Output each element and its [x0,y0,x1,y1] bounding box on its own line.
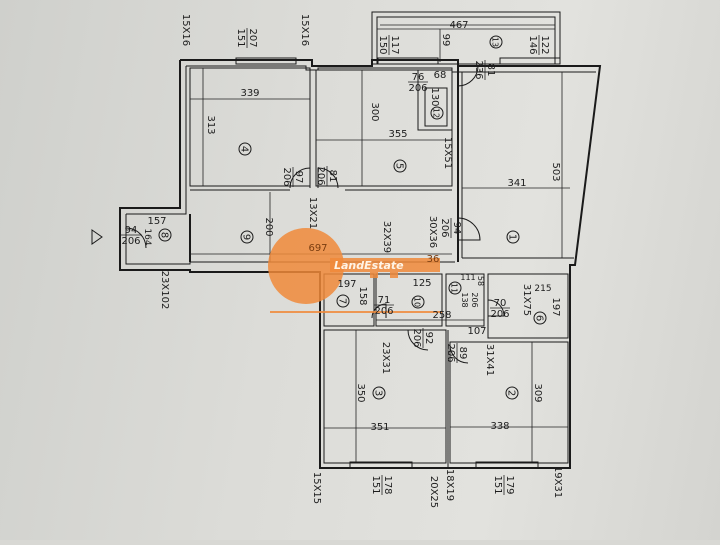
dim-label: 503 [550,162,561,181]
dim-label: 71 [378,295,391,306]
dim-label: 13X21 [307,197,318,229]
entrance-arrow-icon [91,229,103,245]
room-number-5: 5 [394,163,405,169]
dim-label: 111 [460,273,475,282]
dim-label: 339 [240,88,259,99]
dim-label: 197 [550,297,561,316]
dim-label: 130 [429,87,440,106]
dim-label: 341 [507,178,526,189]
room-number-7: 7 [337,298,348,304]
dim-label: 697 [308,243,327,254]
dim-label: 150 [377,35,388,54]
room-number-8: 8 [159,232,170,238]
dim-label: 206 [439,218,450,237]
dim-label: 70 [494,298,507,309]
dim-label: 164 [142,228,152,245]
dim-label: 31X75 [521,284,532,316]
dim-label: 125 [412,278,431,289]
dim-label: 258 [432,310,451,321]
door-arcs [125,65,505,364]
dim-label: 36 [427,254,440,265]
dim-label: 58 [476,276,485,286]
dim-label: 15X15 [311,472,322,504]
dim-label: 197 [337,279,356,290]
dim-label: 68 [434,70,447,81]
dim-label: 206 [411,328,422,347]
dim-label: 20X25 [428,476,439,508]
dim-label: 15X16 [180,14,191,46]
dim-label: 97 [293,171,304,184]
room-number-6: 6 [534,315,545,321]
dim-label: 81 [327,170,338,183]
dim-label: 206 [281,167,292,186]
dim-label: 92 [423,332,434,345]
room-number-11: 11 [450,283,459,293]
dim-label: 179 [504,475,515,494]
dim-label: 30X36 [427,216,438,248]
room-numbers: 1 2 3 4 5 6 7 8 9 10 11 12 13 [158,35,547,400]
dim-label: 32X39 [381,221,392,253]
walls [119,57,602,469]
dim-label: 89 [457,347,468,360]
dim-label: 206 [374,306,393,317]
dim-label: 94 [125,225,138,236]
room-number-3: 3 [373,390,384,396]
dim-label: 206 [470,292,479,307]
dim-label: 236 [473,60,484,79]
dim-label: 138 [460,292,469,307]
room-number-9: 9 [241,234,252,240]
dim-label: 350 [355,383,366,402]
dim-label: 313 [205,115,216,134]
dim-label: 300 [369,102,380,121]
dim-label: 15X16 [299,14,310,46]
dimension-labels-vertical: 15X16 207 151 15X16 117 150 99 122 146 8… [142,14,563,508]
dim-label: 206 [445,343,456,362]
dim-label: 19X31 [552,466,563,498]
watermark-text: LandEstate [334,259,404,272]
dim-label: 99 [440,34,451,47]
room-number-1: 1 [507,234,518,240]
dim-label: 467 [449,20,468,31]
dimension-labels-horizontal: 467 339 355 76 206 68 341 697 36 157 94 … [120,20,552,433]
dim-label: 146 [527,35,538,54]
dim-label: 76 [412,72,425,83]
dim-label: 117 [389,35,400,54]
dim-label: 206 [315,166,326,185]
dim-label: 151 [370,475,381,494]
room-number-12: 12 [432,108,441,118]
dim-label: 351 [370,422,389,433]
dim-label: 122 [539,35,550,54]
dim-label: 23X102 [159,271,170,310]
room-number-13: 13 [491,37,500,47]
dim-label: 31X41 [484,344,495,376]
dim-label: 206 [408,83,427,94]
dim-label: 18X19 [444,469,455,501]
dim-label: 151 [492,475,503,494]
room-number-2: 2 [506,390,517,396]
dim-label: 23X31 [380,342,391,374]
room-number-4: 4 [239,146,250,152]
dim-label: 338 [490,421,509,432]
dim-label: 94 [451,222,462,235]
dim-label: 206 [490,309,509,320]
dim-label: 151 [235,28,246,47]
dim-label: 206 [121,236,140,247]
watermark-logo: LandEstate [268,228,442,313]
dim-label: 178 [382,475,393,494]
dim-label: 355 [388,129,407,140]
dim-label: 215 [534,284,551,294]
dim-label: 157 [147,216,166,227]
dim-label: 200 [263,217,274,236]
dim-label: 309 [532,383,543,402]
dim-label: 15X51 [442,137,453,169]
dim-label: 207 [247,28,258,47]
dim-label: 107 [467,326,486,337]
dim-label: 81 [485,64,496,77]
balcony-13 [371,11,561,65]
dim-label: 158 [357,286,368,305]
room-number-10: 10 [413,297,422,307]
